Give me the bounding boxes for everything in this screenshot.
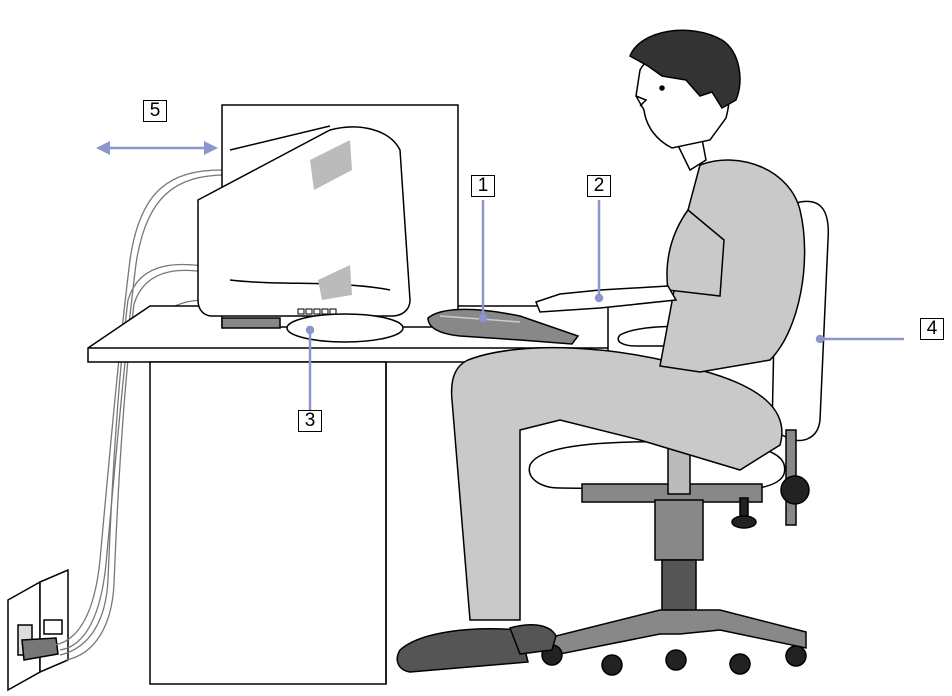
- callout-5: 5: [143, 100, 167, 122]
- power-outlet-icon: [8, 570, 68, 690]
- callout-3: 3: [298, 410, 322, 432]
- callout-2: 2: [587, 175, 611, 197]
- double-arrow-icon: [96, 141, 218, 155]
- callout-4: 4: [920, 318, 944, 340]
- callout-1: 1: [471, 175, 495, 197]
- monitor: [198, 105, 458, 342]
